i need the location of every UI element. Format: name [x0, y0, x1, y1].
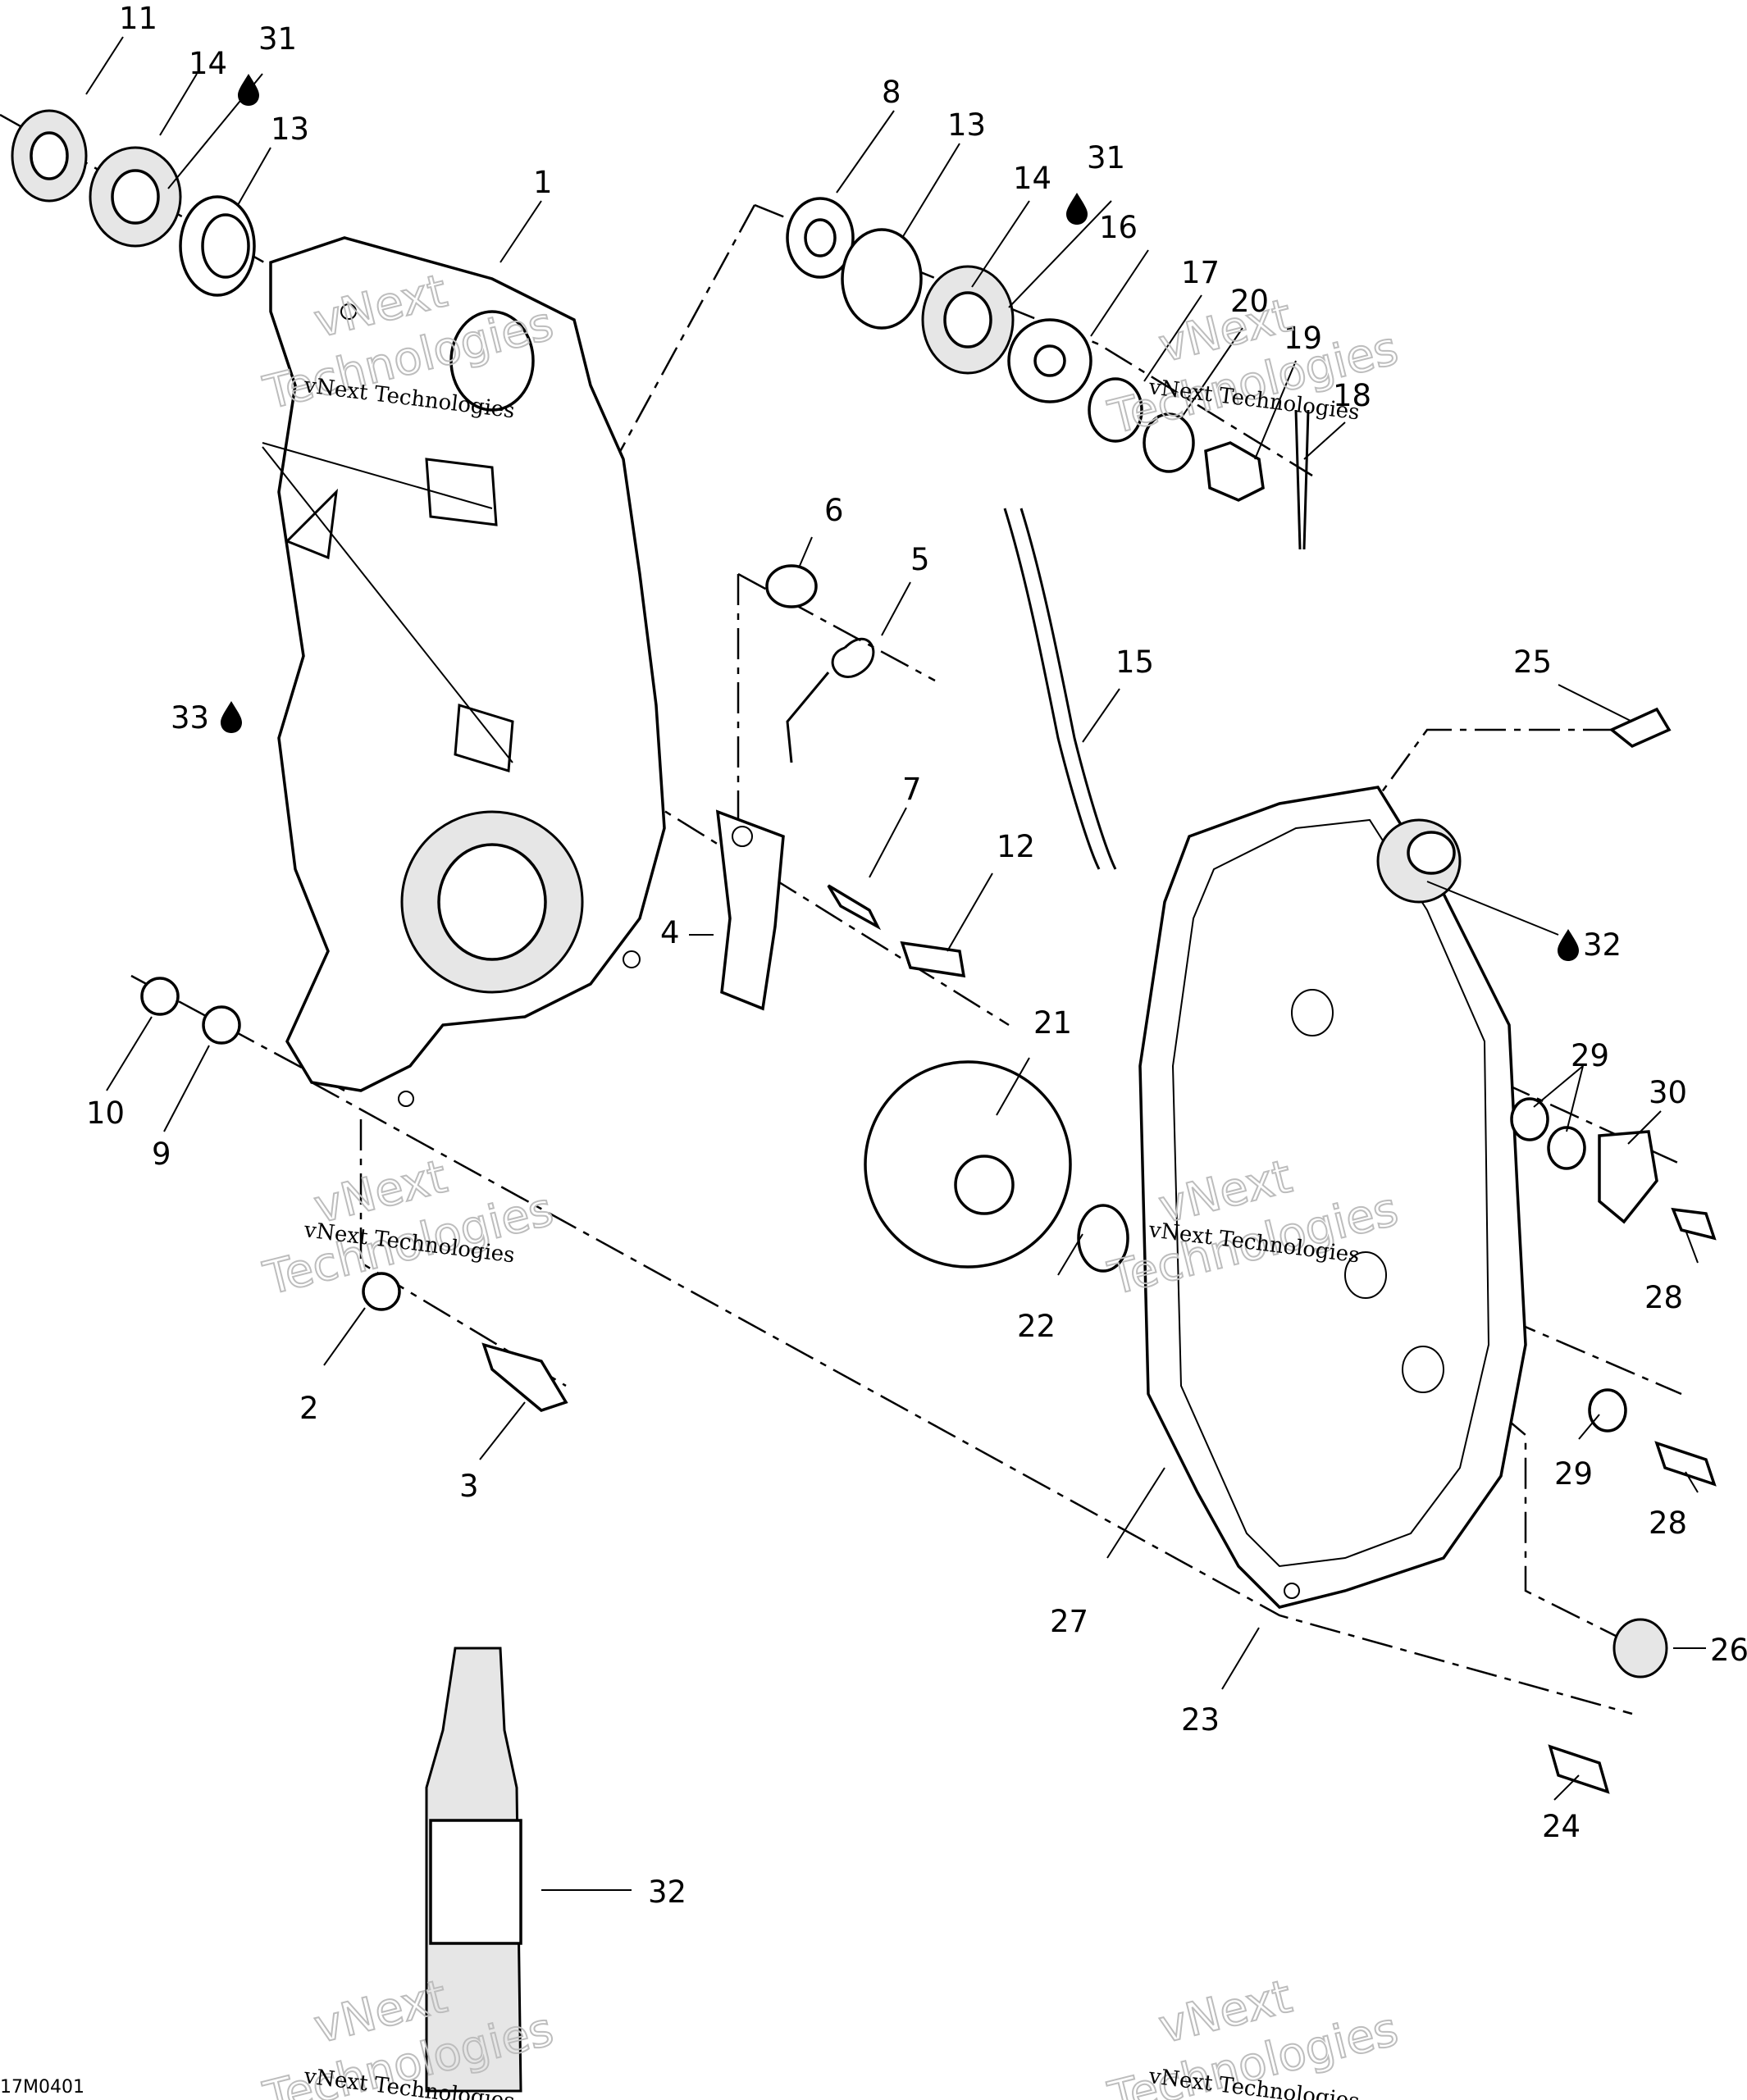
callout-7: 7 [902, 772, 922, 807]
drop-icon [1066, 193, 1088, 225]
callout-15: 15 [1115, 645, 1154, 680]
callout-13: 13 [271, 112, 309, 147]
cover-hardware [1510, 707, 1717, 1794]
callout-20: 20 [1230, 284, 1269, 319]
callout-21: 21 [1033, 1005, 1072, 1041]
chaincase-cover [1138, 786, 1527, 1609]
callout-labels: 11 14 31 13 1 8 13 14 31 16 17 20 19 18 … [86, 1, 1747, 1910]
callout-29: 29 [1554, 1456, 1593, 1492]
callout-9: 9 [152, 1137, 171, 1172]
callout-14: 14 [1013, 161, 1051, 196]
drop-icon [1558, 929, 1579, 961]
callout-3: 3 [459, 1469, 479, 1504]
callout-22: 22 [1017, 1309, 1056, 1344]
drive-sprocket [864, 1060, 1129, 1273]
callout-19: 19 [1284, 321, 1322, 356]
chaincase-housing [269, 236, 666, 1107]
lubrication-drop-icons [221, 74, 1579, 961]
callout-10: 10 [86, 1096, 125, 1131]
callout-31: 31 [1087, 140, 1125, 175]
callout-28: 28 [1644, 1280, 1683, 1315]
lubricant-bottle [425, 1647, 522, 2093]
callout-5: 5 [910, 542, 930, 577]
drop-icon [238, 74, 259, 106]
callout-16: 16 [1099, 210, 1138, 245]
callout-25: 25 [1513, 645, 1552, 680]
chain-tensioner [715, 564, 966, 1011]
callout-33: 33 [171, 700, 209, 736]
callout-29: 29 [1571, 1038, 1609, 1073]
callout-11: 11 [119, 1, 157, 36]
callout-17: 17 [1181, 255, 1220, 290]
callout-27: 27 [1050, 1604, 1088, 1639]
drop-icon [221, 701, 242, 733]
drawing-reference-code: 17M0401 [0, 2077, 84, 2098]
callout-6: 6 [824, 493, 844, 528]
housing-hardware [140, 977, 568, 1412]
callout-1: 1 [533, 165, 553, 200]
drive-chain [1003, 508, 1117, 870]
driven-shaft-stack [786, 197, 1310, 550]
callout-14: 14 [189, 46, 227, 81]
callout-12: 12 [997, 829, 1035, 864]
callout-2: 2 [299, 1391, 319, 1426]
callout-32: 32 [1583, 927, 1622, 963]
callout-23: 23 [1181, 1702, 1220, 1738]
callout-31: 31 [258, 21, 297, 57]
callout-24: 24 [1542, 1809, 1581, 1844]
callout-28: 28 [1649, 1506, 1687, 1541]
callout-32: 32 [648, 1875, 686, 1910]
callout-8: 8 [882, 75, 901, 110]
callout-30: 30 [1649, 1075, 1687, 1110]
callout-13: 13 [947, 107, 986, 143]
callout-4: 4 [660, 915, 680, 950]
leader-lines [85, 36, 1706, 1891]
callout-18: 18 [1333, 378, 1371, 413]
callout-26: 26 [1710, 1633, 1747, 1668]
left-bearing-stack [11, 109, 256, 297]
